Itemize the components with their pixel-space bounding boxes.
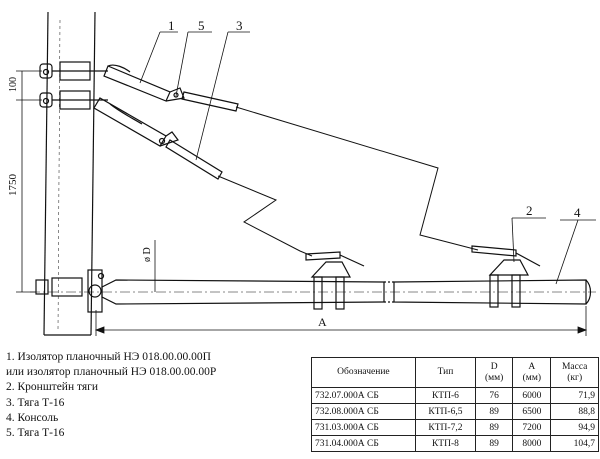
cell-a: 6500 bbox=[512, 403, 552, 420]
header-mass: Масса (кг) bbox=[550, 357, 599, 388]
legend-item-1: 1. Изолятор планочный НЭ 018.00.00.00П bbox=[6, 351, 211, 363]
cell-designation: 731.03.000А СБ bbox=[311, 419, 416, 436]
callout-2: 2 bbox=[526, 203, 533, 218]
legend-item-2: 2. Кронштейн тяги bbox=[6, 381, 99, 394]
cell-mass: 94,9 bbox=[550, 419, 599, 436]
legend-item-1-alt: или изолятор планочный НЭ 018.00.00.00Р bbox=[6, 366, 217, 379]
table-row: 732.08.000А СБ КТП-6,5 89 6500 88,8 bbox=[311, 403, 599, 420]
legend-item-4: 4. Консоль bbox=[6, 411, 59, 424]
dimension-length: A bbox=[318, 315, 327, 329]
table-row: 731.04.000А СБ КТП-8 89 8000 104,7 bbox=[311, 435, 599, 452]
cell-a: 6000 bbox=[512, 387, 552, 404]
cell-type: КТП-6,5 bbox=[414, 403, 477, 420]
dimension-1750: 1750 bbox=[7, 174, 19, 197]
cell-a: 8000 bbox=[512, 435, 552, 452]
header-type: Тип bbox=[414, 357, 477, 388]
dimension-diameter: ø D bbox=[142, 247, 153, 262]
header-a: A (мм) bbox=[512, 357, 552, 388]
cell-d: 89 bbox=[475, 419, 514, 436]
header-d: D (мм) bbox=[475, 357, 514, 388]
parts-legend: 1. Изолятор планочный НЭ 018.00.00.00П и… bbox=[6, 350, 311, 441]
console-tube bbox=[30, 269, 596, 313]
callout-1: 1 bbox=[168, 18, 175, 33]
callout-4: 4 bbox=[574, 205, 581, 220]
cell-type: КТП-7,2 bbox=[414, 419, 477, 436]
table-row: 731.03.000А СБ КТП-7,2 89 7200 94,9 bbox=[311, 419, 599, 436]
tension-wires bbox=[217, 106, 479, 257]
table-row: 732.07.000А СБ КТП-6 76 6000 71,9 bbox=[311, 387, 599, 404]
cell-mass: 88,8 bbox=[550, 403, 599, 420]
lower-insulator bbox=[93, 97, 223, 180]
cell-designation: 732.08.000А СБ bbox=[311, 403, 416, 420]
cell-mass: 104,7 bbox=[550, 435, 599, 452]
mast-clamps bbox=[35, 61, 108, 297]
cell-mass: 71,9 bbox=[550, 387, 599, 404]
callout-leaders bbox=[139, 31, 596, 285]
callout-5: 5 bbox=[198, 18, 205, 33]
cell-type: КТП-8 bbox=[414, 435, 477, 452]
cell-d: 89 bbox=[475, 403, 514, 420]
specification-table: Обозначение Тип D (мм) A (мм) Масса (кг)… bbox=[311, 357, 599, 452]
support-brackets bbox=[305, 245, 541, 310]
dimension-lines bbox=[16, 70, 588, 336]
legend-item-3: 3. Тяга Т-16 bbox=[6, 396, 65, 409]
legend-item-5: 5. Тяга Т-16 bbox=[6, 427, 65, 440]
cell-d: 89 bbox=[475, 435, 514, 452]
table-header-row: Обозначение Тип D (мм) A (мм) Масса (кг) bbox=[311, 357, 599, 388]
callout-3: 3 bbox=[236, 18, 243, 33]
dimension-100: 100 bbox=[8, 77, 19, 92]
cell-designation: 731.04.000А СБ bbox=[311, 435, 416, 452]
cell-designation: 732.07.000А СБ bbox=[311, 387, 416, 404]
cell-a: 7200 bbox=[512, 419, 552, 436]
cell-d: 76 bbox=[475, 387, 514, 404]
header-designation: Обозначение bbox=[311, 357, 416, 388]
upper-insulator bbox=[103, 64, 239, 112]
cell-type: КТП-6 bbox=[414, 387, 477, 404]
